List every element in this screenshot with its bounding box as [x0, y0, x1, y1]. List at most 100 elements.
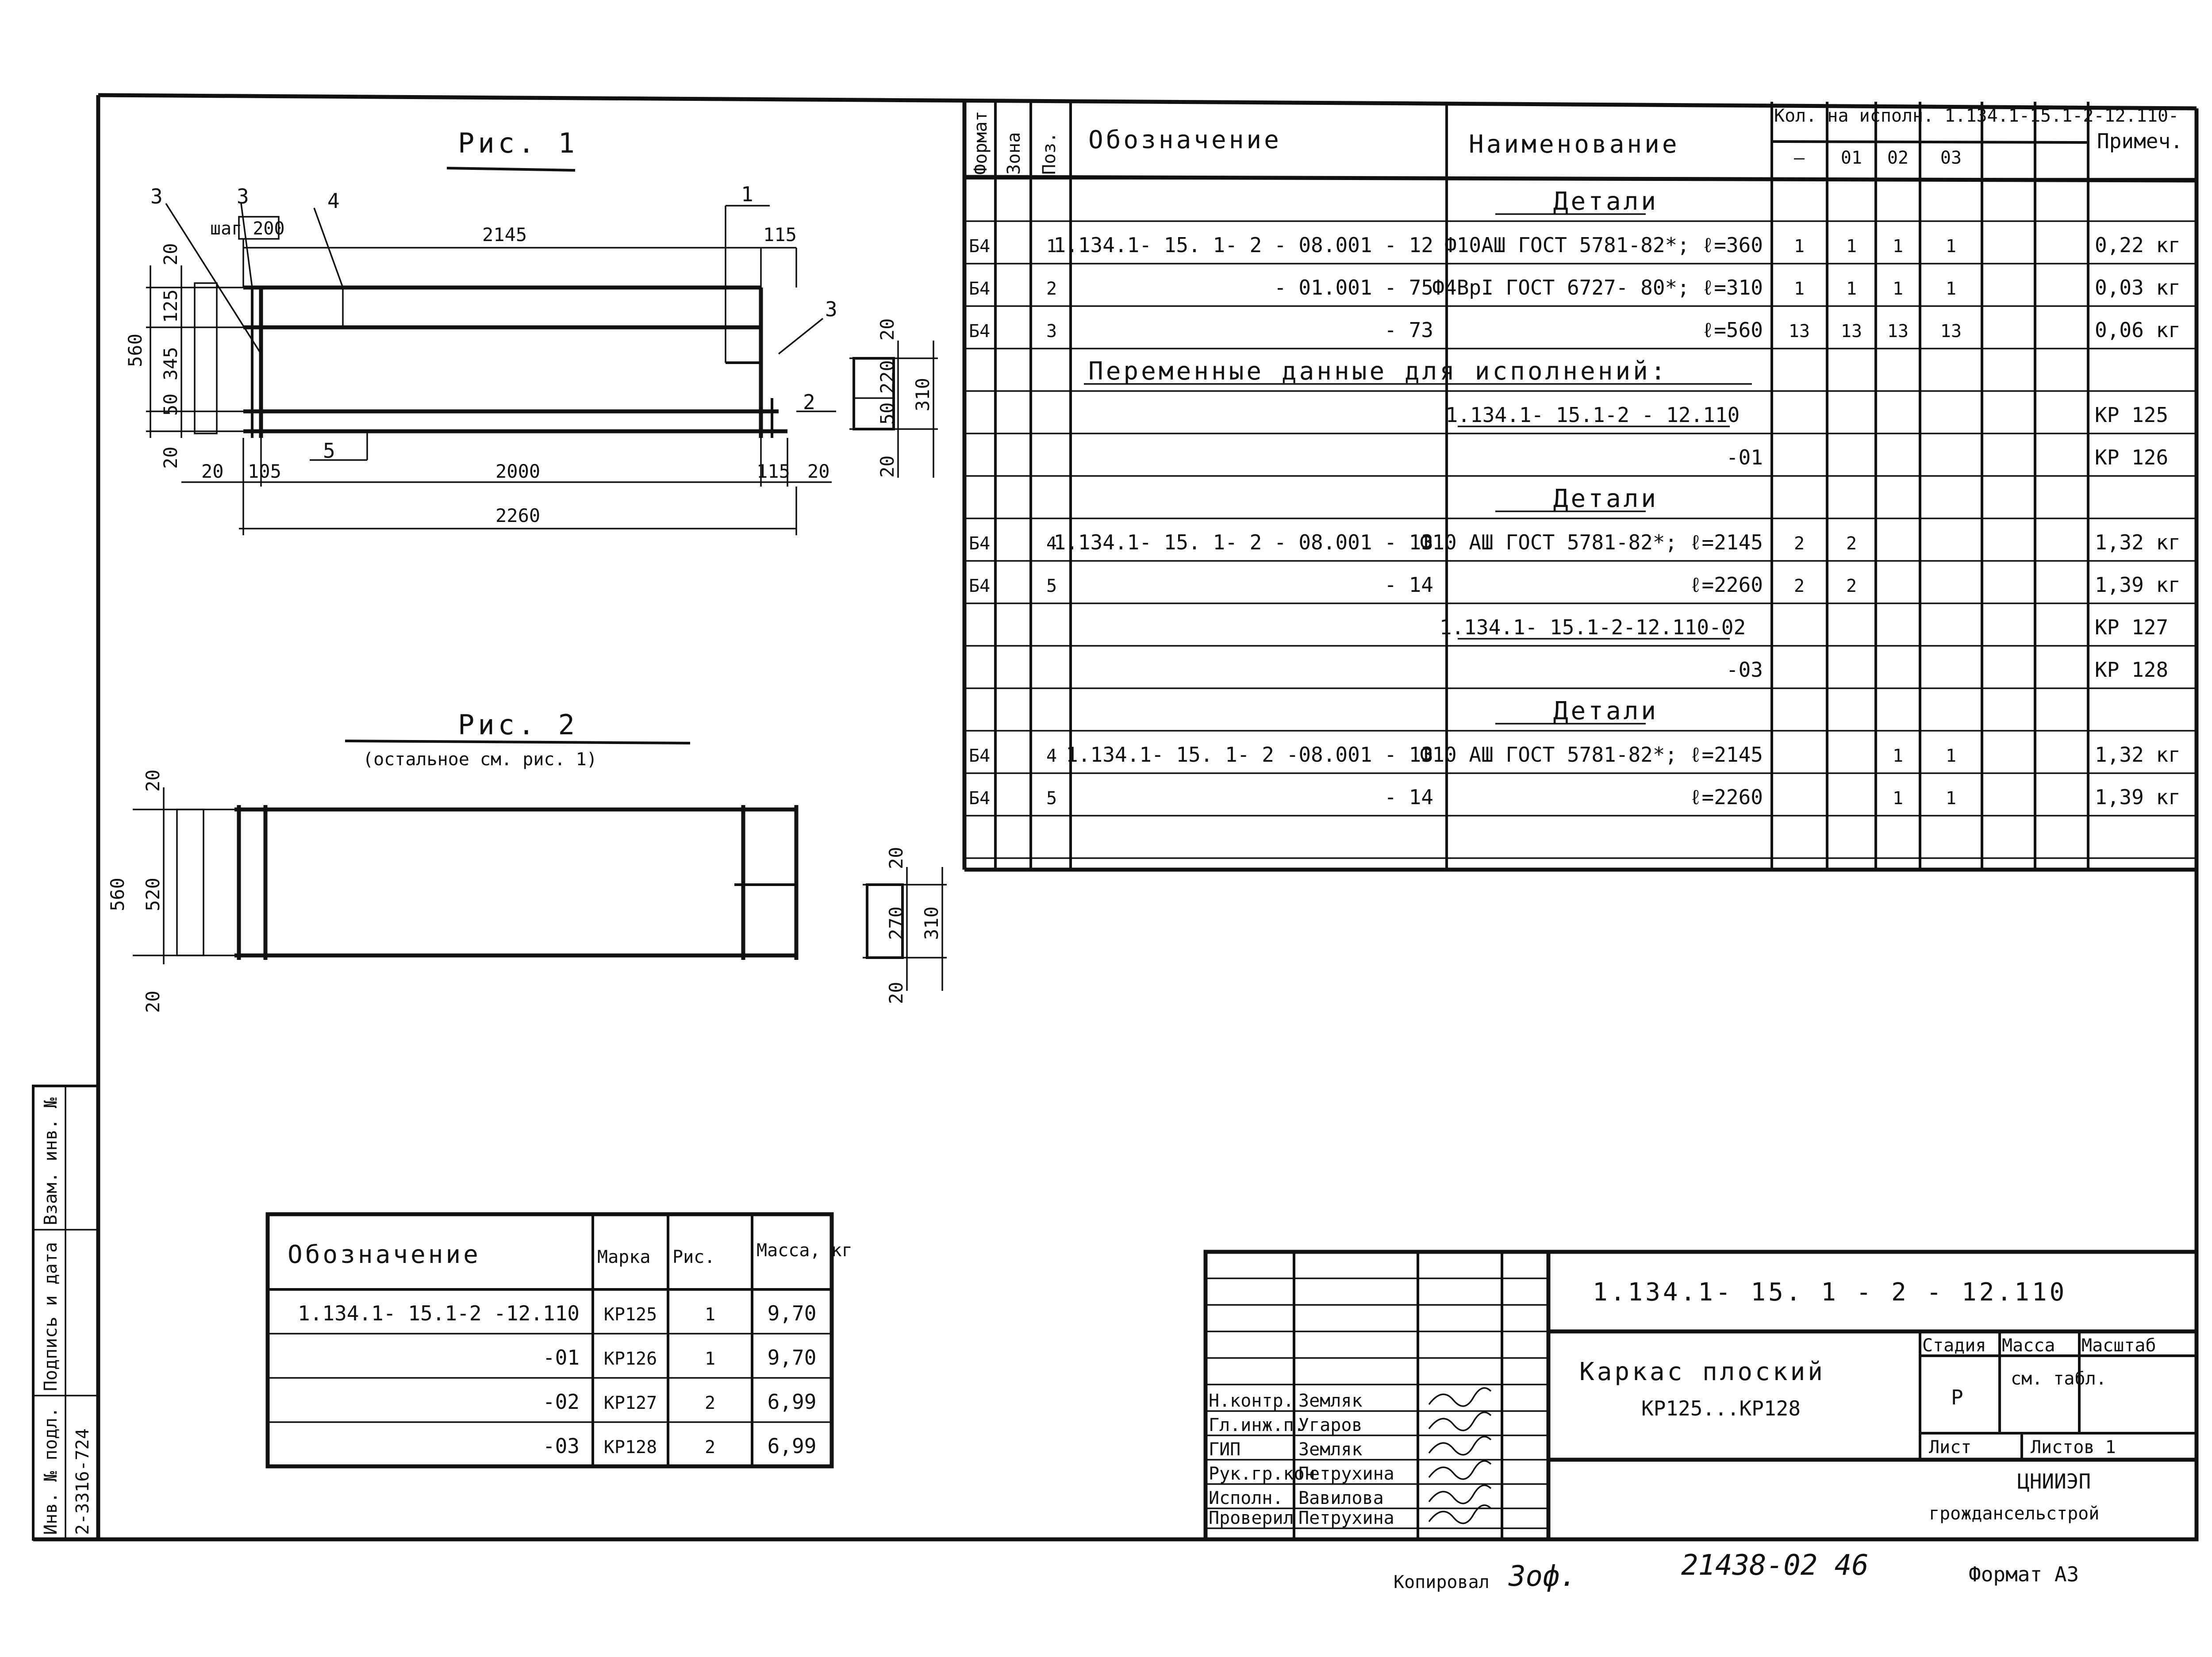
sheet-label: Лист	[1929, 1437, 1971, 1458]
spec-cell-q3: 1	[1946, 746, 1956, 766]
spec-cell-heading: Детали	[1553, 187, 1659, 216]
signature-role: Исполн.	[1209, 1488, 1283, 1508]
spec-cell-pos: 2	[1046, 279, 1057, 299]
format-label: Формат А3	[1969, 1562, 2079, 1586]
figure-1: Рис. 1 3 3 4 1 3 2 5 шаг 200	[124, 127, 938, 535]
spec-head-format: Формат	[971, 111, 991, 175]
fig1-title: Рис. 1	[458, 127, 578, 159]
spec-cell-pos: 4	[1046, 746, 1057, 766]
spec-cell-format: Б4	[969, 321, 990, 341]
fig1-pos3a: 3	[150, 184, 163, 208]
mark-cell-designation: -02	[543, 1390, 580, 1414]
fig1-pos3b: 3	[237, 184, 249, 208]
spec-cell-q1: 2	[1846, 533, 1857, 554]
mark-cell-mass: 9,70	[768, 1301, 817, 1325]
signature-name: Земляк	[1298, 1391, 1363, 1411]
fig1-sec-20b: 20	[876, 455, 898, 478]
fig1-pos1: 1	[741, 182, 753, 206]
fig2-subtitle: (остальное см. рис. 1)	[363, 749, 597, 770]
side-inv-value: 2-3316-724	[73, 1428, 93, 1535]
spec-cell-q2: 1	[1893, 279, 1903, 299]
mark-head-mass: Масса, кг	[757, 1240, 853, 1261]
spec-row: 1.134.1- 15.1-2 - 12.110 КР 125	[1446, 403, 2168, 427]
spec-cell-format: Б4	[969, 533, 990, 554]
mark-cell-mass: 9,70	[768, 1346, 817, 1369]
spec-cell-note: КР 128	[2095, 658, 2168, 682]
spec-cell-name: Ф10АШ ГОСТ 5781-82*; ℓ=360	[1444, 233, 1763, 257]
spec-cell-note: 1,32 кг	[2095, 530, 2181, 554]
spec-cell-designation: - 14	[1384, 573, 1433, 597]
spec-cell-note: 0,06 кг	[2095, 318, 2181, 342]
scale-label: Масштаб	[2081, 1335, 2156, 1356]
mark-cell-mass: 6,99	[768, 1390, 817, 1414]
spec-cell-variant: 1.134.1- 15.1-2-12.110-02	[1440, 615, 1746, 639]
sheets-label: Листов 1	[2031, 1437, 2116, 1458]
spec-cell-designation: 1.134.1- 15. 1- 2 - 08.001 - 12	[1053, 233, 1433, 257]
figure-2: Рис. 2 (остальное см. рис. 1) 20 520 560…	[107, 709, 947, 1013]
signature-role: Н.контр.	[1209, 1391, 1294, 1411]
signature-row: Гл.инж.п.Угаров	[1209, 1412, 1492, 1435]
spec-head-designation: Обозначение	[1088, 126, 1282, 154]
spec-cell-name: ℓ=560	[1702, 318, 1763, 342]
mark-cell-fig: 2	[705, 1393, 715, 1413]
spec-cell-name: -03	[1726, 658, 1763, 682]
mark-cell-designation: -03	[543, 1434, 580, 1458]
signature-scribble	[1428, 1460, 1492, 1480]
spec-cell-note: КР 125	[2095, 403, 2168, 427]
spec-cell-q0: 1	[1794, 236, 1805, 257]
spec-cell-note: 1,32 кг	[2095, 743, 2181, 767]
mark-cell-mark: КР127	[604, 1393, 657, 1413]
spec-cell-q3: 1	[1946, 236, 1956, 257]
spec-cell-q0: 1	[1794, 279, 1805, 299]
mass-label: Масса	[2002, 1335, 2055, 1356]
fig1-sec-20a: 20	[876, 318, 898, 341]
spec-head-note: Примеч.	[2097, 129, 2183, 153]
title-line1: Каркас плоский	[1579, 1358, 1825, 1386]
signature-scribble	[1428, 1412, 1492, 1431]
fig1-dim-top-right: 115	[763, 224, 797, 245]
spec-cell-designation: - 14	[1384, 785, 1433, 809]
mark-cell-designation: 1.134.1- 15.1-2 -12.110	[298, 1301, 580, 1325]
spec-cell-q0: 2	[1794, 533, 1805, 554]
signature-role: Гл.инж.п.	[1209, 1415, 1305, 1435]
spec-cell-q2: 1	[1893, 236, 1903, 257]
title-line2: КР125...КР128	[1641, 1396, 1801, 1420]
spec-cell-variant: 1.134.1- 15.1-2 - 12.110	[1446, 403, 1740, 427]
fig1-dim-bot-105: 105	[248, 460, 281, 482]
mark-cell-fig: 1	[705, 1304, 715, 1325]
spec-cell-note: 0,03 кг	[2095, 276, 2181, 299]
mark-cell-mark: КР128	[604, 1437, 657, 1458]
spec-cell-format: Б4	[969, 746, 990, 766]
spec-row: Детали	[1495, 484, 1656, 513]
fig2-sec-20a: 20	[885, 847, 907, 869]
fig2-sec-20b: 20	[885, 982, 907, 1004]
fig1-pos2: 2	[803, 390, 815, 414]
spec-head-q2: 02	[1887, 148, 1909, 168]
spec-cell-q3: 1	[1946, 279, 1956, 299]
mark-cell-mark: КР126	[604, 1349, 657, 1369]
mark-head-fig: Рис.	[672, 1247, 715, 1267]
spec-head-qty: Кол. на исполн. 1.134.1-15.1-2-12.110-	[1774, 106, 2179, 126]
fig2-sec-270: 270	[885, 906, 907, 940]
fig1-dim-left-345: 345	[160, 347, 181, 380]
spec-section-heading: Переменные данные для исполнений:	[1088, 357, 1668, 386]
copied-label: Копировал	[1394, 1572, 1490, 1592]
fig1-sec-50: 50	[876, 402, 898, 425]
signature-scribble	[1428, 1387, 1492, 1407]
stage-label: Стадия	[1922, 1335, 1986, 1356]
spec-cell-note: 1,39 кг	[2095, 573, 2181, 597]
org-line1: ЦНИИЭП	[2017, 1469, 2091, 1493]
fig2-sec-310: 310	[921, 906, 942, 940]
spec-cell-name: -01	[1726, 445, 1763, 469]
